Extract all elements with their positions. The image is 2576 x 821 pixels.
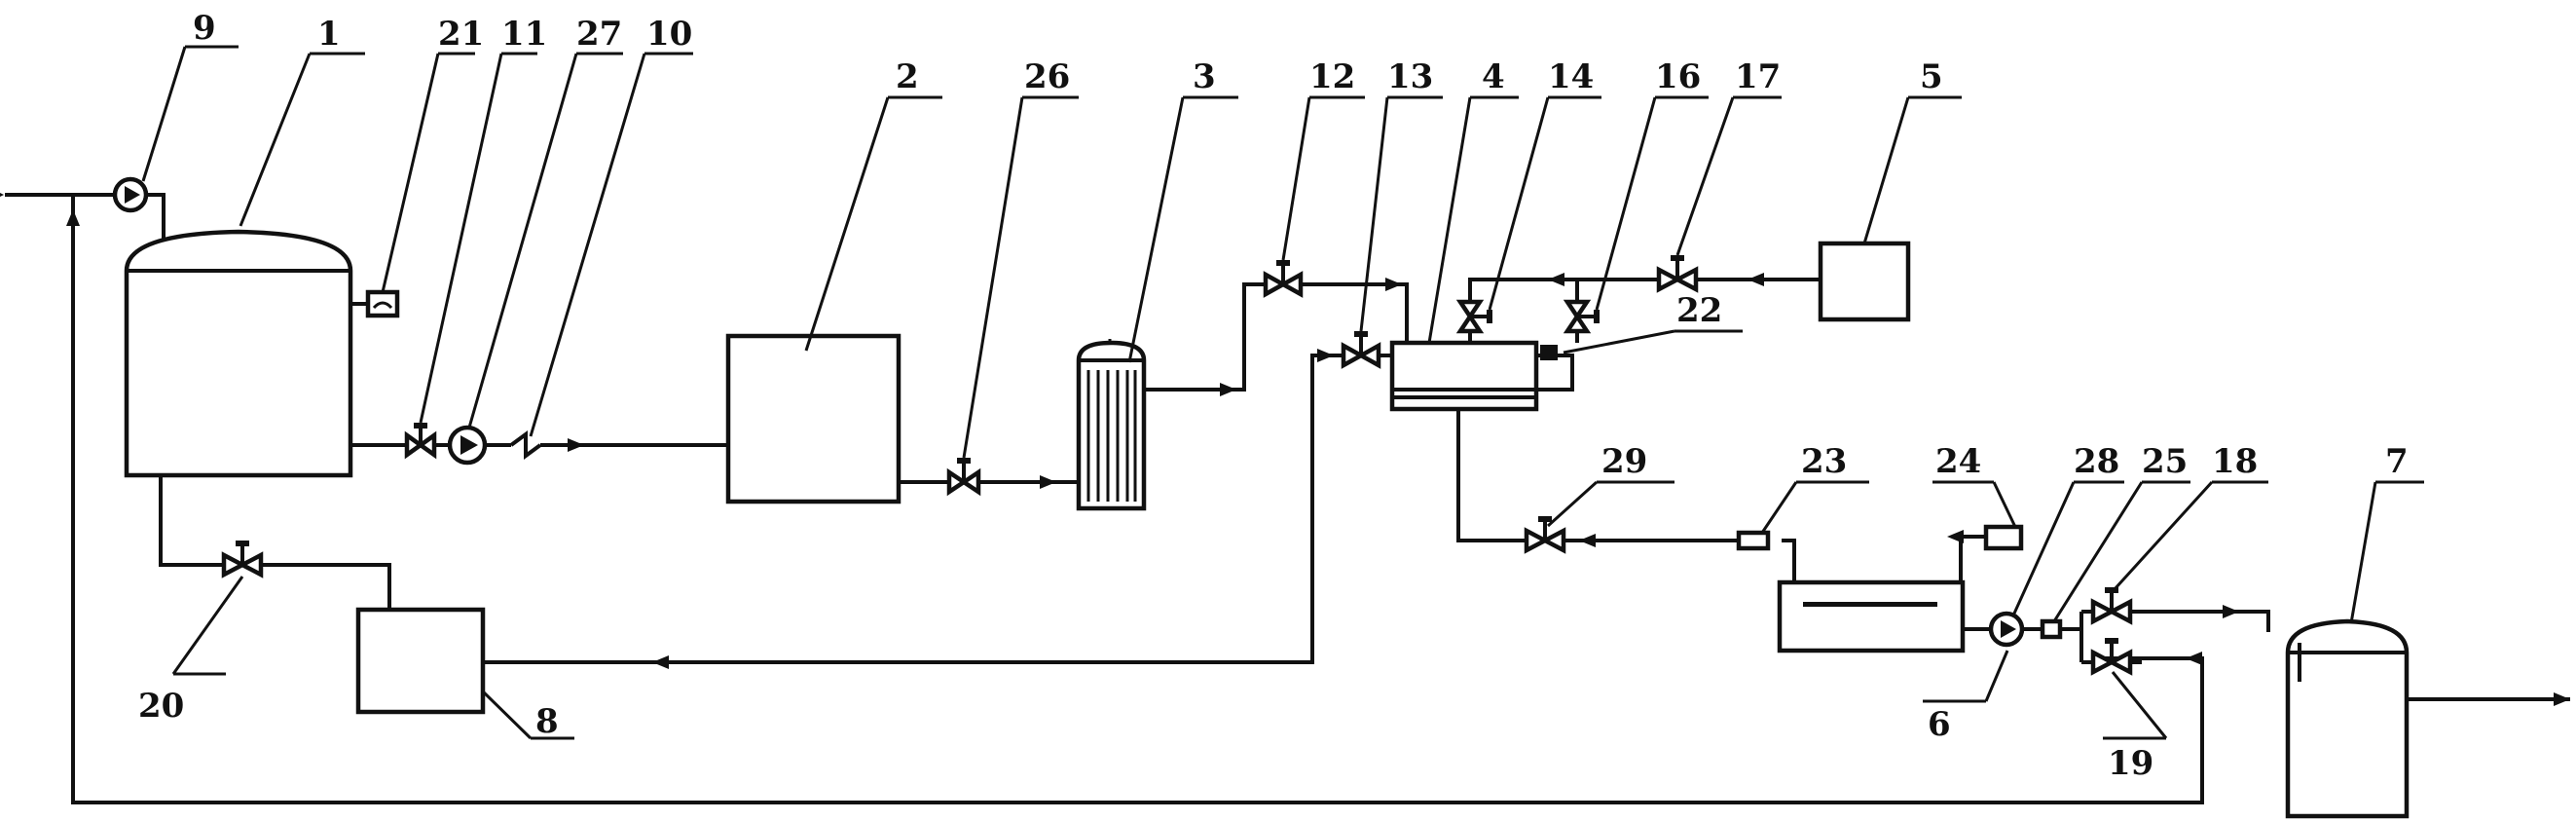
label-3: 3 [1193, 57, 1216, 96]
label-4: 4 [1482, 57, 1505, 96]
valve-11 [404, 423, 437, 460]
valve-26 [946, 458, 981, 497]
arrow-to-equipment-2 [568, 438, 584, 452]
equipment-5 [1818, 241, 1911, 322]
label-26: 26 [1024, 57, 1070, 96]
component-23 [1736, 530, 1771, 551]
tank-1 [124, 229, 353, 478]
check-valve-10 [509, 430, 542, 460]
arrow-from-equipment-5 [1748, 273, 1764, 286]
label-22: 22 [1676, 291, 1722, 330]
arrow-outlet [2554, 692, 2570, 706]
arrow-to-membrane-4 [1385, 278, 1402, 291]
valve-13 [1341, 331, 1381, 369]
component-22-block [1540, 345, 1558, 360]
tank-6 [1777, 579, 1966, 653]
label-29: 29 [1601, 442, 1647, 481]
label-14: 14 [1548, 57, 1594, 96]
label-8: 8 [535, 702, 559, 741]
valve-14 [1455, 299, 1492, 334]
arrow-return-up [66, 209, 80, 226]
membrane-module-4 [1389, 340, 1539, 412]
valve-19 [2090, 638, 2133, 676]
label-13: 13 [1387, 57, 1433, 96]
arrow-from-column-3 [1220, 383, 1236, 396]
valve-16 [1563, 299, 1600, 334]
label-12: 12 [1309, 57, 1355, 96]
arrow-inlet [0, 193, 4, 197]
label-9: 9 [193, 9, 216, 48]
tank-8 [355, 607, 486, 715]
label-20: 20 [138, 687, 184, 726]
arrow-to-valve-13 [1317, 349, 1334, 362]
valve-17 [1656, 255, 1699, 293]
arrow-to-tank-8-return [652, 655, 669, 669]
label-2: 2 [896, 57, 919, 96]
label-6: 6 [1928, 705, 1951, 744]
arrow-to-valve-14 [1548, 273, 1564, 286]
label-11: 11 [501, 15, 547, 54]
level-sensor-21 [365, 289, 400, 318]
label-24: 24 [1935, 442, 1981, 481]
label-21: 21 [438, 15, 484, 54]
valve-20 [221, 541, 264, 578]
tank-7 [2285, 618, 2410, 819]
pump-28 [1988, 611, 2025, 648]
arrow-to-valve-29 [1579, 534, 1596, 547]
label-25: 25 [2142, 442, 2188, 481]
pump-9 [112, 176, 149, 213]
valve-29 [1524, 516, 1566, 554]
component-24 [1983, 524, 2024, 551]
label-1: 1 [317, 15, 341, 54]
valve-12 [1263, 260, 1304, 298]
label-16: 16 [1655, 57, 1701, 96]
valve-18 [2090, 587, 2133, 625]
label-5: 5 [1920, 57, 1943, 96]
label-27: 27 [576, 15, 622, 54]
number-labels: 9 1 21 11 27 10 2 26 3 12 13 4 14 16 17 … [138, 9, 2409, 783]
arrow-to-tank-7 [2223, 605, 2239, 618]
label-17: 17 [1735, 57, 1781, 96]
component-25 [2040, 618, 2063, 640]
arrow-to-24 [1947, 530, 1964, 543]
label-19: 19 [2108, 744, 2153, 783]
leader-lines [141, 45, 2424, 740]
arrow-to-column-3 [1040, 475, 1056, 489]
label-18: 18 [2212, 442, 2258, 481]
pump-27 [447, 425, 488, 466]
label-10: 10 [646, 15, 692, 54]
label-23: 23 [1801, 442, 1847, 481]
equipment-2 [725, 333, 902, 504]
label-28: 28 [2074, 442, 2119, 481]
arrow-return-to-valve-19 [2186, 652, 2202, 665]
label-7: 7 [2385, 442, 2409, 481]
column-3 [1076, 339, 1147, 511]
